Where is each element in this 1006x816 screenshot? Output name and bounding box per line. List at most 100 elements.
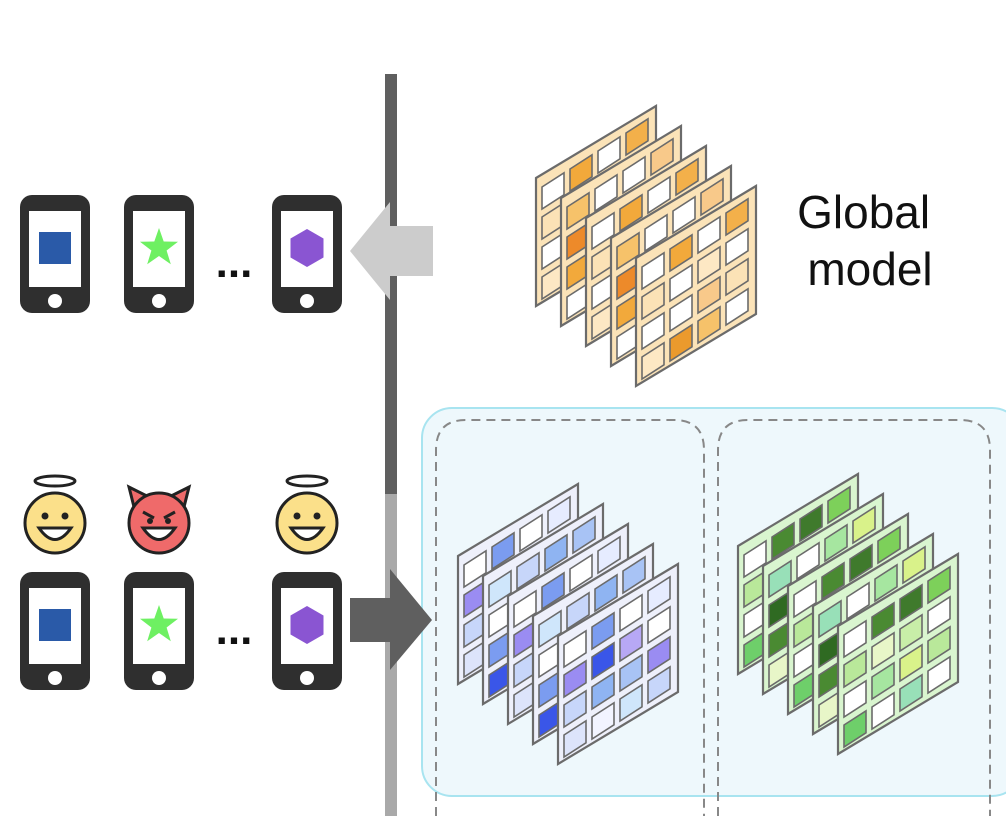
phone-device bbox=[124, 195, 194, 313]
local-model-1-cell bbox=[591, 611, 615, 651]
star-icon bbox=[140, 228, 178, 265]
local-model-2-cell bbox=[899, 673, 923, 713]
local-model-1-cell bbox=[597, 535, 621, 575]
phone-home-button bbox=[152, 294, 166, 308]
global-model-cell bbox=[591, 211, 615, 251]
local-model-2-cell bbox=[899, 583, 923, 623]
face-circle bbox=[127, 491, 191, 555]
hexagon-icon bbox=[290, 229, 324, 267]
global-model-cell bbox=[697, 305, 721, 345]
local-model-1-cell bbox=[566, 591, 590, 631]
local-model-2-cell bbox=[927, 625, 951, 665]
local-model-2-cell bbox=[843, 649, 867, 689]
global-model-cell bbox=[594, 173, 618, 213]
square-icon bbox=[39, 609, 71, 641]
local-model-2-cell bbox=[843, 679, 867, 719]
halo-icon bbox=[33, 474, 77, 488]
local-model-2-cell bbox=[743, 539, 767, 579]
local-model-2-cell bbox=[871, 691, 895, 731]
local-model-1-cell bbox=[513, 589, 537, 629]
global-model-cell bbox=[622, 155, 646, 195]
local-model-1-cell bbox=[647, 635, 671, 675]
hexagon-icon bbox=[290, 606, 324, 644]
devil-face-icon bbox=[126, 484, 192, 555]
local-model-1-cell bbox=[569, 553, 593, 593]
global-model-cell bbox=[647, 175, 671, 215]
eye bbox=[41, 512, 49, 520]
halo-icon bbox=[285, 474, 329, 488]
local-model-stack-1 bbox=[456, 482, 680, 766]
global-model-cell bbox=[672, 195, 696, 235]
local-model-2-cell bbox=[852, 505, 876, 545]
global-model-cell bbox=[697, 245, 721, 285]
local-model-2-cell bbox=[799, 503, 823, 543]
global-model-cell bbox=[641, 251, 665, 291]
local-model-2-cell bbox=[927, 595, 951, 635]
client-faces bbox=[23, 474, 339, 555]
phone-device bbox=[272, 195, 342, 313]
local-model-2-cell bbox=[771, 521, 795, 561]
local-model-1-cell bbox=[563, 659, 587, 699]
eye bbox=[313, 512, 321, 520]
global-model-cell bbox=[669, 263, 693, 303]
global-model-cell bbox=[697, 215, 721, 255]
global-model-cell bbox=[669, 233, 693, 273]
download-arrow bbox=[350, 202, 433, 300]
global-model-cell bbox=[675, 157, 699, 197]
global-model-stack bbox=[534, 104, 758, 388]
smile bbox=[140, 526, 178, 541]
local-model-1-cell bbox=[538, 609, 562, 649]
face-circle bbox=[275, 491, 339, 555]
top-row-ellipsis: ... bbox=[216, 238, 253, 287]
global-model-cell bbox=[725, 227, 749, 267]
global-model-layer bbox=[634, 184, 758, 388]
local-model-2-cell bbox=[877, 525, 901, 565]
global-model-cell bbox=[669, 323, 693, 363]
eyebrow bbox=[142, 510, 155, 520]
local-model-1-cell bbox=[491, 531, 515, 571]
phone-home-button bbox=[48, 671, 62, 685]
local-model-2-cell bbox=[871, 661, 895, 701]
global-model-cell bbox=[669, 293, 693, 333]
local-model-1-cell bbox=[516, 551, 540, 591]
local-model-2-cell bbox=[902, 545, 926, 585]
star-icon bbox=[140, 605, 178, 642]
local-model-1-cell bbox=[619, 653, 643, 693]
local-model-2-cell bbox=[874, 563, 898, 603]
local-model-2-cell bbox=[927, 655, 951, 695]
local-model-1-cell bbox=[563, 719, 587, 759]
eye bbox=[61, 512, 69, 520]
local-model-1-cell bbox=[541, 571, 565, 611]
local-model-1-cell bbox=[519, 513, 543, 553]
global-model-cell bbox=[725, 287, 749, 327]
local-model-2-cell bbox=[846, 581, 870, 621]
eyebrow bbox=[163, 510, 176, 520]
eye bbox=[147, 518, 153, 524]
phone-device bbox=[124, 572, 194, 690]
global-model-label-line1: Global bbox=[797, 186, 930, 238]
local-model-2-cell bbox=[871, 631, 895, 671]
local-model-1-cell bbox=[563, 629, 587, 669]
global-model-cell bbox=[616, 231, 640, 271]
global-model-cell bbox=[700, 177, 724, 217]
local-model-stack-2 bbox=[736, 472, 960, 756]
local-model-2-cell bbox=[843, 619, 867, 659]
global-model-cell bbox=[541, 171, 565, 211]
local-model-1-cell bbox=[547, 495, 571, 535]
local-model-2-cell bbox=[849, 543, 873, 583]
local-model-box-2 bbox=[717, 419, 991, 816]
bottom-device-row bbox=[20, 572, 342, 690]
local-model-2-cell bbox=[818, 599, 842, 639]
local-model-1-cell bbox=[647, 665, 671, 705]
phone-device bbox=[20, 572, 90, 690]
local-model-1-cell bbox=[647, 575, 671, 615]
phone-home-button bbox=[48, 294, 62, 308]
local-model-2-cell bbox=[827, 485, 851, 525]
global-model-label: Global model bbox=[797, 186, 943, 295]
bottom-row-ellipsis: ... bbox=[216, 605, 253, 654]
local-model-2-cell bbox=[821, 561, 845, 601]
global-model-cell bbox=[725, 197, 749, 237]
local-model-1-cell bbox=[488, 569, 512, 609]
global-model-cell bbox=[625, 117, 649, 157]
angel-face-icon bbox=[23, 474, 87, 555]
